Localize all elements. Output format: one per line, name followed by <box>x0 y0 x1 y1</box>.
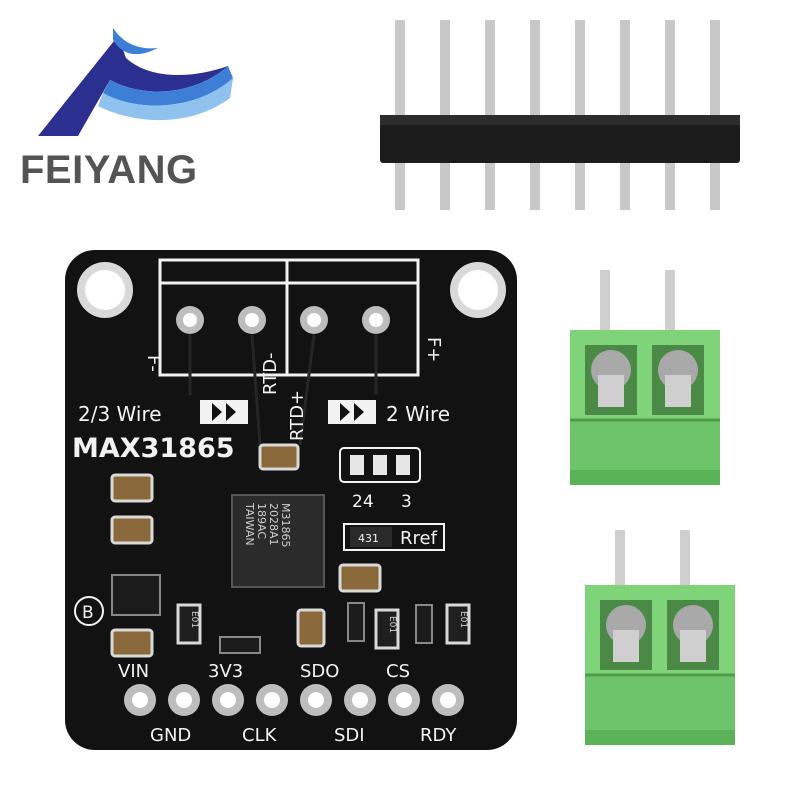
pin-hole <box>264 692 280 708</box>
label-rref-resistor: 431 <box>358 532 379 545</box>
label-jumper-24: 24 <box>352 492 374 512</box>
resistor-code-2: E01 <box>387 616 397 633</box>
label-rtd-minus: RTD- <box>260 352 281 395</box>
pin-hole <box>220 692 236 708</box>
logo-swoosh-icon <box>38 28 233 136</box>
brand-name: FEIYANG <box>20 148 198 192</box>
pin-label-clk: CLK <box>242 725 278 746</box>
pin-label-gnd: GND <box>150 725 191 746</box>
label-model: MAX31865 <box>72 433 235 464</box>
pin-hole <box>132 692 148 708</box>
chip-line-4: TAIWAN <box>243 502 256 546</box>
pin-label-rdy: RDY <box>420 725 457 746</box>
header-pin-strip <box>375 20 745 220</box>
resistor-code-3: E01 <box>458 611 468 628</box>
label-rtd-plus: RTD+ <box>287 390 308 441</box>
label-f-minus: F- <box>143 355 164 372</box>
chip-line-3: 189AC <box>255 503 268 539</box>
terminal-block-1 <box>560 270 730 495</box>
label-wire-2: 2 Wire <box>386 402 450 426</box>
label-b-mark: B <box>82 603 94 623</box>
pin-label-3v3: 3V3 <box>208 661 243 682</box>
pin-label-sdi: SDI <box>334 725 365 746</box>
pin-hole <box>440 692 456 708</box>
resistor-code-1: E01 <box>189 611 199 628</box>
pin-label-cs: CS <box>386 661 410 682</box>
label-wire-23: 2/3 Wire <box>78 402 162 426</box>
pin-hole <box>176 692 192 708</box>
pin-hole <box>308 692 324 708</box>
pin-hole <box>352 692 368 708</box>
terminal-block-2 <box>575 530 745 755</box>
chip-line-1: M31865 <box>279 503 292 547</box>
max31865-board: F- F+ 2/3 Wire RTD- RTD+ 2 Wire MAX31865… <box>60 245 522 755</box>
chip-line-2: 2028A1 <box>267 503 280 546</box>
pin-hole <box>396 692 412 708</box>
pin-label-vin: VIN <box>118 661 149 682</box>
label-jumper-3: 3 <box>401 492 412 512</box>
label-rref: Rref <box>400 528 438 549</box>
brand-logo <box>18 18 248 148</box>
pin-label-sdo: SDO <box>300 661 339 682</box>
label-f-plus: F+ <box>423 337 444 362</box>
